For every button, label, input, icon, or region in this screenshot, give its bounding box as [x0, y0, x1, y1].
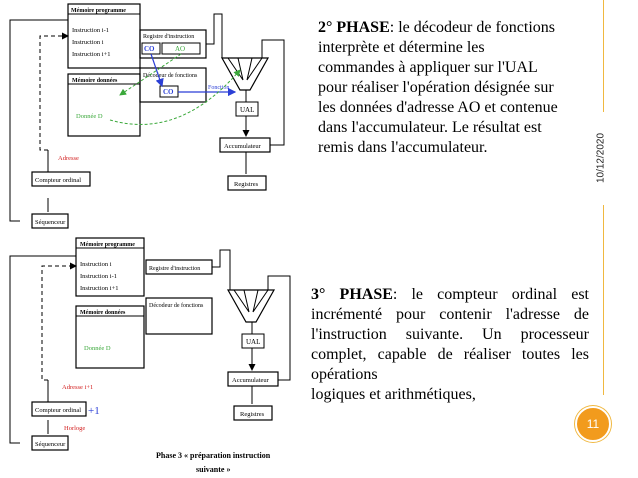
compteur-box [31, 171, 91, 187]
co-field: CO [144, 45, 155, 53]
phase-diagrams: Mémoire programme Instruction i-1 Instru… [0, 0, 300, 478]
compteur-label: Compteur ordinal [35, 177, 81, 184]
slide-date: 10/12/2020 [590, 118, 612, 198]
instruction-next-b: Instruction i+1 [80, 285, 119, 292]
donnee-label: Donnée D [76, 113, 103, 120]
sequenceur-label-b: Séquenceur [35, 441, 66, 448]
ual-funnel-b [226, 289, 276, 323]
co-decoded: CO [163, 88, 174, 96]
caption-line-1: Phase 3 « préparation instruction [156, 451, 271, 460]
decodeur-box-b [145, 297, 213, 335]
registres-label: Registres [234, 181, 259, 188]
phase2-text: : le décodeur de fonctions interprète et… [318, 19, 558, 156]
accumulateur-box-b [227, 371, 279, 387]
fonction-label: Fonction [208, 85, 229, 91]
instruction-prev-b: Instruction i-1 [80, 273, 117, 280]
adresse-label-b: Adresse i+1 [62, 384, 93, 391]
phase2-paragraph: 2° PHASE: le décodeur de fonctions inter… [318, 18, 558, 158]
phase3-last-line: logiques et arithmétiques, [311, 386, 476, 403]
ual-label: UAL [240, 106, 254, 114]
decodeur-label-b: Décodeur de fonctions [149, 302, 204, 309]
side-rule-top [603, 0, 604, 112]
page-number-badge: 11 [575, 406, 611, 442]
instruction-current-b: Instruction i [80, 261, 112, 268]
sequenceur-box [31, 213, 69, 229]
adresse-label: Adresse [58, 155, 79, 162]
accumulateur-label-b: Accumulateur [232, 377, 270, 384]
registres-box-b [233, 405, 273, 421]
page-number: 11 [586, 417, 600, 431]
phase3-lead: 3° PHASE [311, 286, 393, 303]
registres-box [227, 175, 267, 191]
phase3-text: : le compteur ordinal est incrémenté pou… [311, 286, 589, 383]
compteur-label-b: Compteur ordinal [35, 407, 81, 414]
horloge-label: Horloge [64, 425, 85, 432]
decodeur-label: Décodeur de fonctions [143, 72, 198, 79]
instruction-prev: Instruction i-1 [72, 27, 109, 34]
side-rule-bottom [603, 205, 604, 395]
memoire-programme-label: Mémoire programme [71, 8, 126, 14]
diagram-top: Mémoire programme Instruction i-1 Instru… [9, 3, 285, 229]
caption-line-2: suivante » [196, 465, 230, 474]
ual-label-b: UAL [246, 338, 260, 346]
compteur-box-b [31, 401, 87, 417]
donnee-label-b: Donnée D [84, 345, 111, 352]
memoire-donnees-box [67, 73, 141, 137]
memoire-donnees-label: Mémoire données [72, 78, 118, 84]
phase2-lead: 2° PHASE [318, 19, 390, 36]
sequenceur-label: Séquenceur [35, 219, 66, 226]
ao-field: AO [175, 45, 185, 53]
phase3-paragraph: 3° PHASE: le compteur ordinal est incrém… [311, 285, 589, 405]
registre-instruction-label: Registre d'instruction [143, 34, 194, 40]
memoire-donnees-box-b [75, 305, 145, 369]
slide-date-text: 10/12/2020 [595, 132, 607, 184]
sequenceur-box-b [31, 435, 69, 451]
plus-one-label: +1 [88, 405, 100, 417]
registres-label-b: Registres [240, 411, 265, 418]
diagram-bottom: Mémoire programme Instruction i Instruct… [9, 237, 291, 474]
instruction-next: Instruction i+1 [72, 51, 111, 58]
accumulateur-label: Accumulateur [224, 143, 262, 150]
registre-instruction-label-b: Registre d'instruction [149, 266, 200, 272]
decodeur-box [139, 67, 207, 103]
instruction-current: Instruction i [72, 39, 104, 46]
memoire-programme-label-b: Mémoire programme [80, 242, 135, 248]
memoire-donnees-label-b: Mémoire données [80, 310, 126, 316]
